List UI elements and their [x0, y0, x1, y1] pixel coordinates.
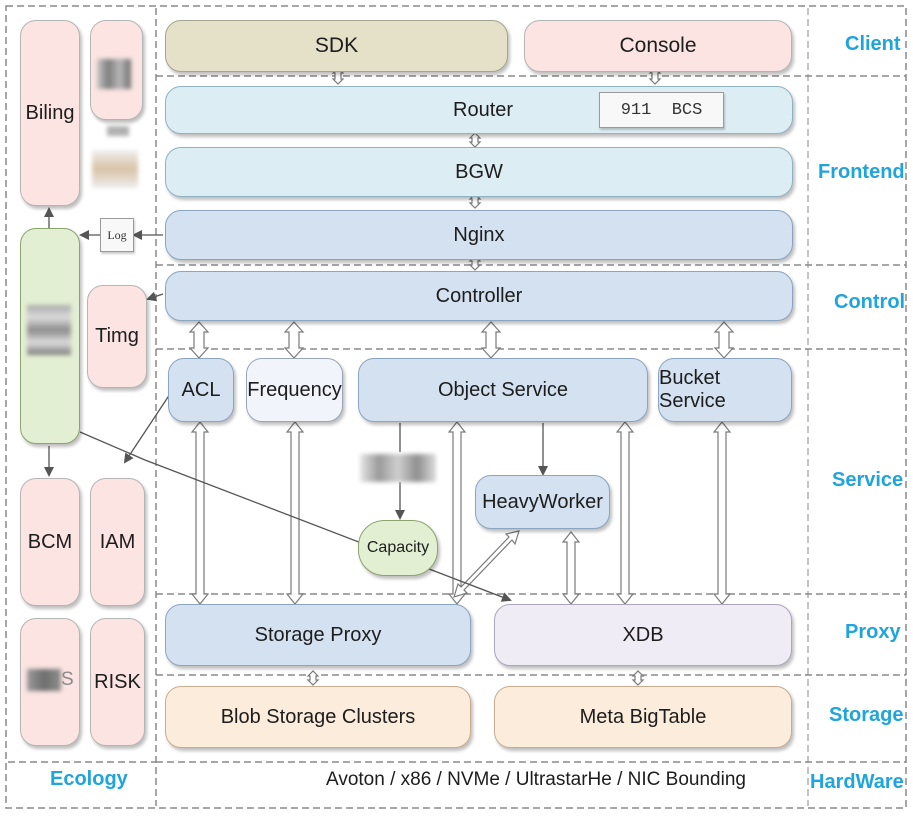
- timg-label: Timg: [95, 325, 139, 347]
- xdb-label: XDB: [622, 623, 664, 646]
- log-label: Log: [107, 227, 127, 242]
- partial-s-label: S: [61, 669, 74, 690]
- small-connectors: [306, 67, 662, 686]
- heavy-worker-node[interactable]: HeavyWorker: [475, 475, 610, 529]
- capacity-node[interactable]: Capacity: [358, 520, 438, 576]
- ecology-blurred-node-top[interactable]: [90, 20, 143, 120]
- layer-dividers: [8, 75, 906, 763]
- bgw-node[interactable]: BGW: [165, 147, 793, 197]
- heavy-worker-label: HeavyWorker: [482, 490, 603, 513]
- layer-frontend: Frontend: [818, 161, 905, 183]
- risk-node[interactable]: RISK: [90, 618, 145, 746]
- bcm-label: BCM: [27, 530, 73, 553]
- hardware-text: Avoton / x86 / NVMe / UltrastarHe / NIC …: [326, 769, 746, 790]
- blurred-label-bottom: [27, 669, 61, 691]
- blob-storage-node[interactable]: Blob Storage Clusters: [165, 686, 471, 748]
- blurred-icon-b: [92, 150, 138, 188]
- bucket-service-node[interactable]: Bucket Service: [658, 358, 792, 422]
- bcm-node[interactable]: BCM: [20, 478, 80, 606]
- ecology-blurred-node-bottom[interactable]: S: [20, 618, 80, 746]
- sdk-label: SDK: [314, 34, 359, 57]
- object-service-label: Object Service: [437, 378, 569, 401]
- layer-hardware: HardWare: [810, 771, 904, 793]
- console-node[interactable]: Console: [524, 20, 792, 72]
- billing-node[interactable]: Biling: [20, 20, 80, 206]
- blurred-icon-a: [107, 126, 129, 136]
- iam-label: IAM: [99, 530, 136, 553]
- layer-storage: Storage: [829, 704, 904, 726]
- blob-storage-label: Blob Storage Clusters: [220, 705, 416, 728]
- controller-connectors: [188, 321, 735, 359]
- layer-client: Client: [845, 33, 901, 55]
- iam-node[interactable]: IAM: [90, 478, 145, 606]
- acl-node[interactable]: ACL: [168, 358, 234, 422]
- layer-service: Service: [832, 469, 904, 491]
- capacity-label: Capacity: [366, 539, 430, 556]
- bgw-label: BGW: [455, 160, 503, 183]
- timg-node[interactable]: Timg: [87, 285, 147, 388]
- controller-node[interactable]: Controller: [165, 271, 793, 321]
- router-label: Router: [453, 98, 514, 121]
- billing-label: Biling: [25, 101, 75, 124]
- meta-bigtable-label: Meta BigTable: [579, 705, 707, 728]
- console-label: Console: [619, 34, 697, 57]
- bcs-tag: 911 BCS: [599, 92, 724, 128]
- outer-border: [5, 5, 907, 809]
- nginx-node[interactable]: Nginx: [165, 210, 793, 260]
- service-proxy-connectors: [190, 421, 732, 605]
- blurred-label: [360, 454, 436, 482]
- sdk-node[interactable]: SDK: [165, 20, 508, 72]
- controller-to-timg: [146, 291, 164, 302]
- bcs-tag-label: 911 BCS: [620, 100, 703, 120]
- layer-proxy: Proxy: [845, 621, 901, 643]
- acl-label: ACL: [181, 378, 221, 401]
- layer-ecology: Ecology: [50, 768, 128, 790]
- layer-control: Control: [834, 291, 906, 313]
- controller-label: Controller: [435, 284, 523, 307]
- blurred-label-top: [97, 59, 131, 89]
- meta-bigtable-node[interactable]: Meta BigTable: [494, 686, 792, 748]
- storage-proxy-node[interactable]: Storage Proxy: [165, 604, 471, 666]
- object-service-node[interactable]: Object Service: [358, 358, 648, 422]
- blurred-label-mid: [27, 305, 71, 355]
- ecology-blurred-node-mid[interactable]: [20, 228, 80, 444]
- bucket-service-label: Bucket Service: [659, 367, 726, 412]
- risk-label: RISK: [94, 670, 141, 693]
- acl-to-iam: [123, 393, 171, 464]
- frequency-label: Frequency: [247, 378, 342, 401]
- log-tag: Log: [100, 218, 134, 252]
- xdb-node[interactable]: XDB: [494, 604, 792, 666]
- storage-proxy-label: Storage Proxy: [254, 623, 382, 646]
- nginx-label: Nginx: [453, 223, 505, 246]
- hardware-line: Avoton / x86 / NVMe / UltrastarHe / NIC …: [326, 769, 746, 791]
- frequency-node[interactable]: Frequency: [246, 358, 343, 422]
